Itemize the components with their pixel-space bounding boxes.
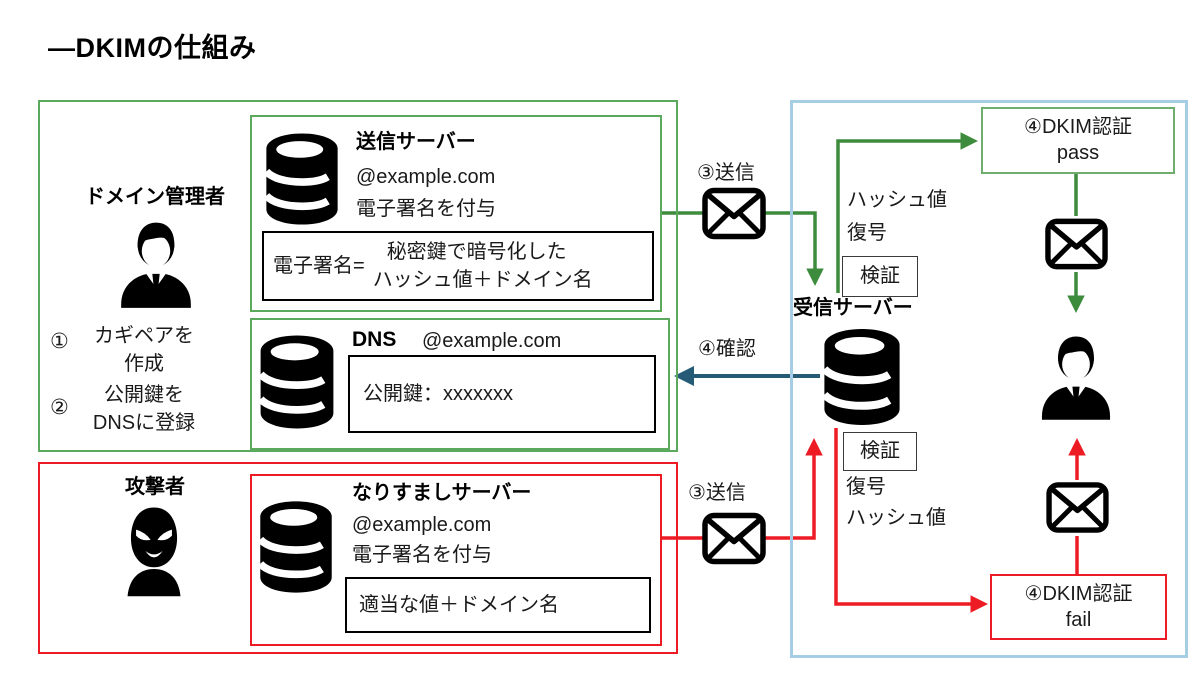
step2-text: 公開鍵を DNSに登録	[74, 384, 214, 435]
dkim-fail-line1: ④DKIM認証	[1024, 582, 1133, 605]
dns-title: DNS	[352, 328, 397, 351]
page-title: —DKIMの仕組み	[48, 33, 257, 63]
spoof-server-action: 電子署名を付与	[352, 544, 492, 566]
domain-admin-label: ドメイン管理者	[85, 186, 225, 208]
dns-box	[250, 318, 670, 450]
attacker-zone	[38, 462, 678, 654]
dkim-fail-line2: fail	[1065, 608, 1092, 631]
verify-spoof-check-box: 検証	[843, 432, 917, 471]
step1-line2: 作成	[124, 353, 164, 375]
step1-text: カギペアを 作成	[84, 325, 204, 376]
dkim-pass-line2: pass	[1056, 142, 1100, 164]
signature-line1: 秘密鍵で暗号化した	[386, 240, 567, 263]
signature-lines: 秘密鍵で暗号化した ハッシュ値＋ドメイン名	[373, 241, 593, 292]
signature-line2: ハッシュ値＋ドメイン名	[372, 268, 593, 291]
dns-database-icon	[258, 334, 336, 430]
verify-legit-hash-label: ハッシュ値	[847, 189, 947, 211]
receive-server-label: 受信サーバー	[793, 297, 913, 319]
send-legit-label: ③送信	[697, 162, 755, 184]
legit-mail-envelope-icon	[702, 187, 766, 240]
step2-line1: 公開鍵を	[104, 384, 184, 406]
signature-label: 電子署名=	[273, 254, 365, 277]
dkim-pass-line1: ④DKIM認証	[1024, 116, 1132, 138]
recipient-person-icon	[1033, 322, 1119, 428]
dkim-fail-box: ④DKIM認証 fail	[990, 574, 1167, 640]
sender-server-domain: @example.com	[356, 166, 496, 188]
spoof-signature-box: 適当な値＋ドメイン名	[345, 577, 651, 633]
verify-spoof-decrypt-label: 復号	[846, 476, 886, 498]
confirm-label: ④確認	[698, 338, 756, 360]
step2-number: ②	[50, 396, 69, 419]
step2-line2: DNSに登録	[92, 412, 196, 434]
signature-formula-box: 電子署名= 秘密鍵で暗号化した ハッシュ値＋ドメイン名	[262, 231, 654, 301]
domain-admin-zone	[38, 100, 678, 452]
pass-mail-envelope-icon	[1045, 218, 1108, 270]
sender-server-box	[250, 115, 662, 312]
spoof-server-title: なりすましサーバー	[352, 482, 532, 504]
sender-server-title: 送信サーバー	[356, 131, 476, 153]
public-key-value: 公開鍵：xxxxxxx	[363, 382, 513, 405]
domain-admin-person-icon	[112, 212, 200, 312]
receive-database-icon	[822, 327, 902, 427]
attacker-label: 攻撃者	[125, 476, 185, 498]
verify-spoof-check-label: 検証	[860, 440, 900, 462]
spoof-signature-value: 適当な値＋ドメイン名	[359, 593, 559, 616]
spoof-database-icon	[258, 497, 334, 597]
verify-legit-check-label: 検証	[860, 265, 900, 287]
dkim-pass-box: ④DKIM認証 pass	[981, 107, 1175, 174]
verify-legit-decrypt-label: 復号	[847, 222, 887, 244]
verify-legit-check-box: 検証	[842, 256, 918, 297]
fail-mail-envelope-icon	[1046, 482, 1109, 533]
public-key-box: 公開鍵：xxxxxxx	[348, 355, 656, 433]
step1-number: ①	[50, 330, 69, 353]
spoof-server-domain: @example.com	[352, 514, 492, 536]
send-spoof-label: ③送信	[688, 482, 746, 504]
sender-database-icon	[262, 132, 342, 226]
sender-server-action: 電子署名を付与	[356, 198, 496, 220]
step1-line1: カギペアを	[94, 325, 194, 347]
attacker-mask-icon	[113, 502, 195, 600]
spoof-server-box	[250, 474, 662, 646]
dns-domain: @example.com	[422, 330, 562, 352]
receiving-zone	[790, 100, 1188, 658]
verify-spoof-hash-label: ハッシュ値	[846, 507, 946, 529]
spoof-mail-envelope-icon	[702, 512, 766, 565]
